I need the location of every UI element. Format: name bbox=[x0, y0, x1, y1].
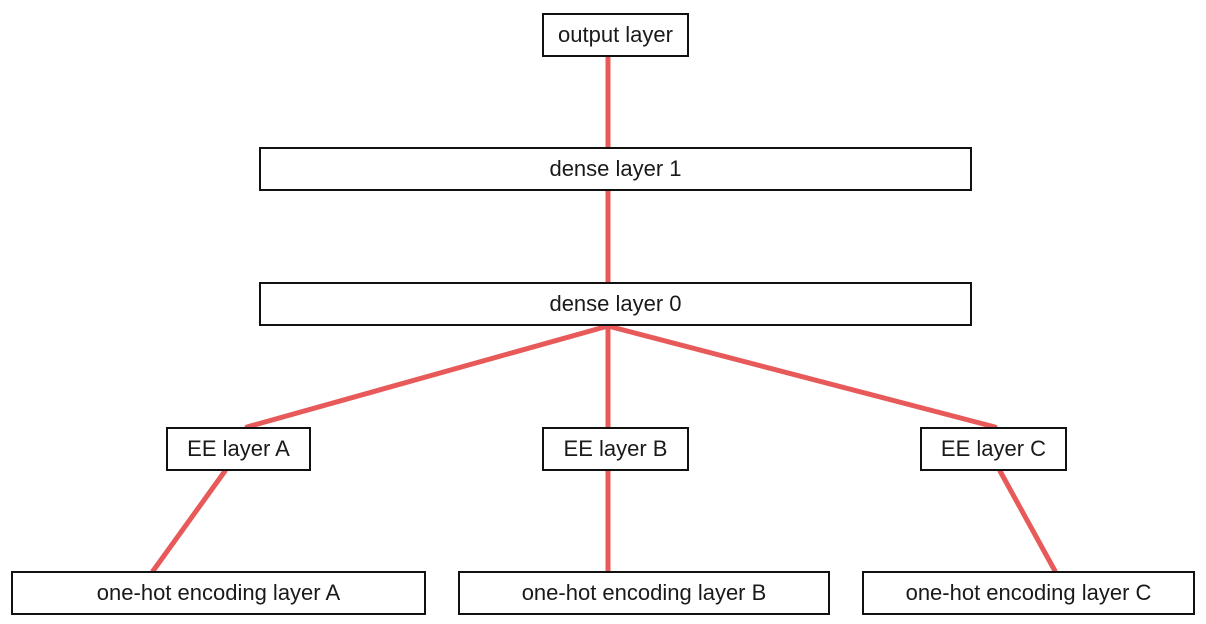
dense-layer-1-node: dense layer 1 bbox=[259, 147, 972, 191]
edge-onehot-a-to-ee-a bbox=[150, 468, 228, 574]
edge-ee-c-to-dense0 bbox=[605, 323, 998, 430]
onehot-layer-b-node: one-hot encoding layer B bbox=[458, 571, 830, 615]
edge-ee-a-to-dense0 bbox=[244, 323, 611, 430]
output-layer-node: output layer bbox=[542, 13, 689, 57]
ee-layer-c-node: EE layer C bbox=[920, 427, 1067, 471]
ee-layer-a-node: EE layer A bbox=[166, 427, 311, 471]
onehot-layer-a-node: one-hot encoding layer A bbox=[11, 571, 426, 615]
ee-layer-b-node: EE layer B bbox=[542, 427, 689, 471]
dense-layer-0-node: dense layer 0 bbox=[259, 282, 972, 326]
onehot-layer-c-node: one-hot encoding layer C bbox=[862, 571, 1195, 615]
edge-onehot-c-to-ee-c bbox=[997, 468, 1058, 574]
